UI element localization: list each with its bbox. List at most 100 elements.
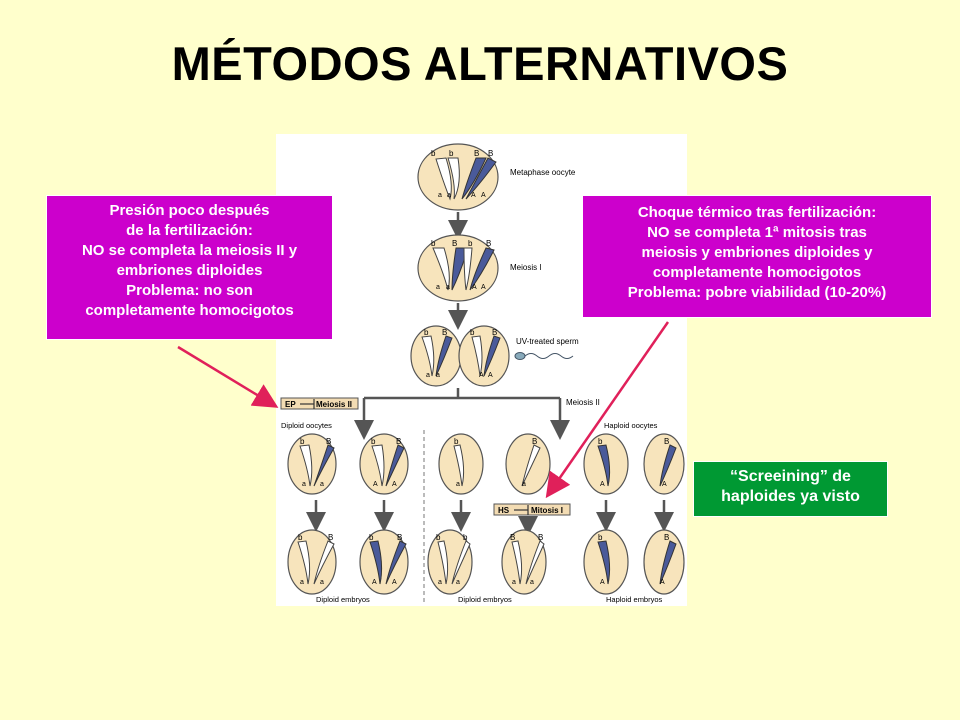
allele-label: A [471,192,476,199]
screening-line: haploides ya visto [721,488,860,505]
allele-label: a [436,372,440,379]
allele-label: a [522,481,526,488]
allele-label: A [600,481,605,488]
allele-label: B [538,533,543,542]
allele-label: b [371,437,376,446]
allele-label: B [442,328,447,337]
pressure-line: NO se completa la meiosis II y [81,242,298,259]
allele-label: a [302,481,306,488]
allele-label: A [472,284,477,291]
allele-label: b [300,437,305,446]
allele-label: a [530,579,534,586]
allele-label: a [320,579,324,586]
svg-text:EP: EP [285,400,296,409]
allele-label: a [426,372,430,379]
oocyte-pair: b B b B a a A A [410,325,510,387]
pressure-method-box: Presión poco después de la fertilización… [46,195,333,340]
allele-label: a [456,579,460,586]
allele-label: A [479,372,484,379]
haploid-oocytes-label: Haploid oocytes [604,421,658,430]
page-title: MÉTODOS ALTERNATIVOS [171,37,789,90]
allele-label: a [438,579,442,586]
sperm-label: UV-treated sperm [516,337,579,346]
svg-text:Mitosis I: Mitosis I [531,506,563,515]
screening-box: “Screeining” de haploides ya visto [693,461,888,517]
heat-shock-method-box: Choque térmico tras fertilización: NO se… [582,195,932,318]
metaphase-label: Metaphase oocyte [510,168,576,177]
allele-label: A [372,579,377,586]
allele-label: B [664,533,669,542]
meiosis-one-label: Meiosis I [510,263,542,272]
allele-label: A [481,284,486,291]
allele-label: B [474,149,479,158]
allele-label: a [320,481,324,488]
meiosis-two-label: Meiosis II [566,398,600,407]
allele-label: B [396,437,401,446]
allele-label: B [492,328,497,337]
allele-label: a [456,481,460,488]
oocyte-row: b B b B b B b B a a A A a a A A [287,433,685,495]
allele-label: a [447,192,451,199]
pressure-line: de la fertilización: [126,222,253,239]
allele-label: b [468,239,473,248]
figure-diagram: b b B B a a A A Metaphase oocyte b B b B… [280,143,685,604]
screening-line: “Screeining” de [730,468,851,485]
allele-label: a [446,284,450,291]
heat-line: meiosis y embriones diploides y [641,244,873,261]
embryo-row: b B b B b b B B b B a a A A a a a a A A [287,529,685,595]
allele-label: B [452,239,457,248]
allele-label: b [436,533,441,542]
heat-line: Choque térmico tras fertilización: [637,204,877,221]
svg-text:HS: HS [498,506,510,515]
allele-label: b [463,533,468,542]
allele-label: b [369,533,374,542]
allele-label: a [300,579,304,586]
pressure-line: embriones diploides [116,262,263,279]
allele-label: B [488,149,493,158]
allele-label: b [470,328,475,337]
allele-label: B [328,533,333,542]
svg-text:Meiosis II: Meiosis II [316,400,352,409]
diploid-embryos-label: Diploid embryos [316,595,370,604]
hs-block-label: HS Mitosis I [493,503,571,516]
allele-label: A [662,481,667,488]
allele-label: b [454,437,459,446]
allele-label: b [598,437,603,446]
allele-label: B [532,437,537,446]
allele-label: a [436,284,440,291]
pressure-line: Presión poco después [109,202,270,219]
heat-line: Problema: pobre viabilidad (10-20%) [627,284,887,301]
allele-label: B [510,533,515,542]
heat-line: NO se completa 1ª mitosis tras [647,224,867,241]
allele-label: b [298,533,303,542]
allele-label: b [449,149,454,158]
allele-label: A [488,372,493,379]
sperm-icon [514,352,574,360]
diploid-embryos-label: Diploid embryos [458,595,512,604]
allele-label: A [373,481,378,488]
allele-label: B [664,437,669,446]
allele-label: A [660,579,665,586]
pressure-line: completamente homocigotos [85,302,294,319]
allele-label: A [392,579,397,586]
pressure-line: Problema: no son [126,282,253,299]
allele-label: a [438,192,442,199]
allele-label: B [486,239,491,248]
heat-line: completamente homocigotos [652,264,862,281]
allele-label: a [512,579,516,586]
meiosis-one-cell: b B b B a a A A [417,234,499,302]
allele-label: A [392,481,397,488]
allele-label: B [397,533,402,542]
metaphase-oocyte: b b B B a a A A [417,143,499,211]
allele-label: b [598,533,603,542]
allele-label: A [481,192,486,199]
allele-label: b [431,239,436,248]
allele-label: B [326,437,331,446]
allele-label: b [424,328,429,337]
pressure-arrow [177,345,279,408]
allele-label: A [600,579,605,586]
haploid-embryos-label: Haploid embryos [606,595,663,604]
allele-label: b [431,149,436,158]
ep-block-label: EP Meiosis II [280,397,359,410]
diploid-oocytes-label: Diploid oocytes [281,421,332,430]
